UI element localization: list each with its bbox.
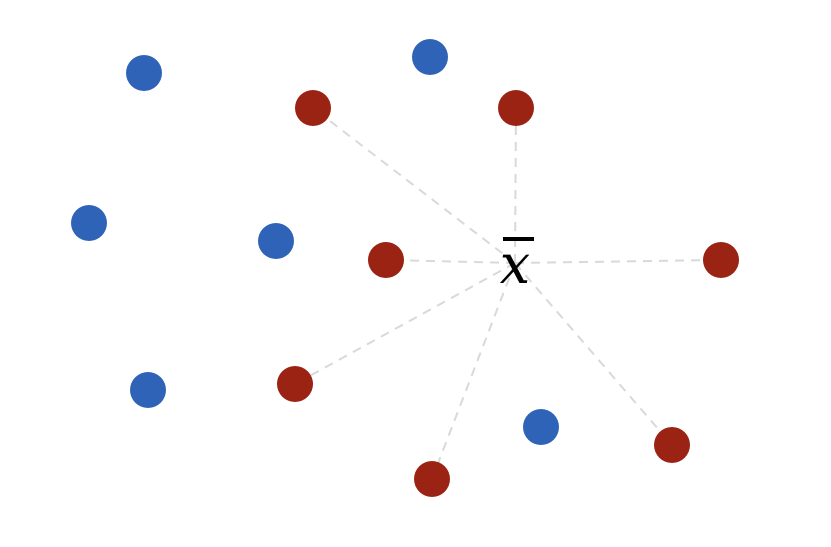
red-point	[498, 90, 534, 126]
red-point	[654, 427, 690, 463]
centroid-label: x	[500, 233, 534, 296]
blue-point	[71, 205, 107, 241]
cluster-b-points	[277, 90, 739, 497]
red-point	[295, 90, 331, 126]
blue-point	[258, 223, 294, 259]
connector-line	[385, 259, 516, 264]
red-point	[703, 242, 739, 278]
connector-line	[514, 262, 673, 446]
connector-line	[514, 107, 517, 264]
red-point	[368, 242, 404, 278]
connector-line	[294, 262, 516, 385]
blue-point	[126, 55, 162, 91]
connector-line	[312, 107, 516, 264]
connector-line	[514, 259, 722, 264]
red-point	[277, 366, 313, 402]
blue-point	[130, 372, 166, 408]
blue-point	[523, 409, 559, 445]
blue-point	[412, 39, 448, 75]
centroid-symbol: x	[500, 233, 530, 296]
cluster-a-points	[71, 39, 559, 445]
connector-line	[431, 262, 516, 480]
connector-lines	[294, 107, 722, 480]
red-point	[414, 461, 450, 497]
